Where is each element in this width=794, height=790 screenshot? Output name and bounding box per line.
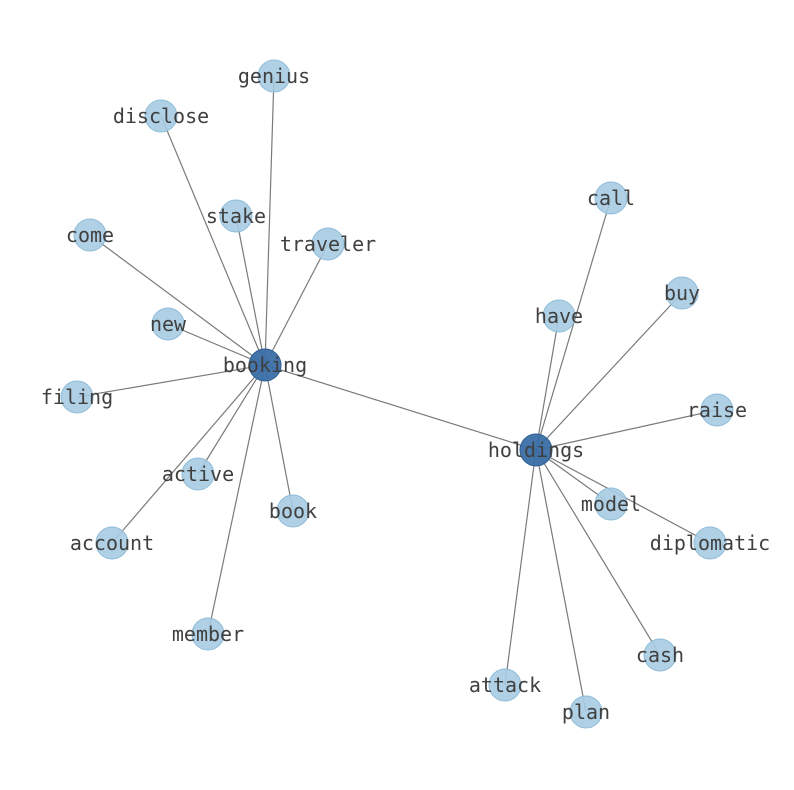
node-plan xyxy=(569,695,603,729)
edge-booking-book xyxy=(264,364,294,512)
node-book xyxy=(276,494,310,528)
node-label-member: member xyxy=(172,622,244,646)
edge-booking-new xyxy=(167,323,266,366)
edge-holdings-buy xyxy=(535,292,683,451)
edge-booking-disclose xyxy=(160,115,266,366)
node-model xyxy=(594,487,628,521)
edge-booking-active xyxy=(197,364,266,475)
edge-booking-traveler xyxy=(264,243,329,366)
node-label-disclose: disclose xyxy=(113,104,209,128)
edge-booking-come xyxy=(89,234,266,366)
label-layer: booking holdings genius disclose stake travel… xyxy=(41,64,770,724)
node-call xyxy=(594,181,628,215)
node-account xyxy=(95,526,129,560)
node-label-diplomatic: diplomatic xyxy=(650,531,770,555)
node-new xyxy=(151,307,185,341)
node-genius xyxy=(257,59,291,93)
node-diplomatic xyxy=(693,526,727,560)
edge-holdings-attack xyxy=(504,449,537,686)
node-label-traveler: traveler xyxy=(280,232,376,256)
edge-booking-genius xyxy=(264,75,275,366)
edge-booking-stake xyxy=(235,215,266,366)
node-label-call: call xyxy=(587,186,635,210)
node-label-stake: stake xyxy=(206,204,266,228)
edge-holdings-have xyxy=(535,315,560,451)
node-cash xyxy=(643,638,677,672)
node-label-have: have xyxy=(535,304,583,328)
node-label-holdings: holdings xyxy=(488,438,584,462)
node-raise xyxy=(700,393,734,427)
node-label-genius: genius xyxy=(238,64,310,88)
node-label-come: come xyxy=(66,223,114,247)
edge-booking-member xyxy=(207,364,266,635)
node-label-buy: buy xyxy=(664,281,700,305)
node-label-booking: booking xyxy=(223,353,307,377)
node-layer xyxy=(60,59,734,729)
edge-holdings-call xyxy=(535,197,612,451)
node-disclose xyxy=(144,99,178,133)
node-label-book: book xyxy=(269,499,317,523)
node-label-attack: attack xyxy=(469,673,541,697)
edge-booking-account xyxy=(111,364,266,544)
node-label-account: account xyxy=(70,531,154,555)
node-holdings xyxy=(519,433,553,467)
node-active xyxy=(181,457,215,491)
node-filing xyxy=(60,380,94,414)
node-traveler xyxy=(311,227,345,261)
node-attack xyxy=(488,668,522,702)
node-booking xyxy=(248,348,282,382)
node-buy xyxy=(665,276,699,310)
edge-holdings-raise xyxy=(535,409,718,451)
node-label-cash: cash xyxy=(636,643,684,667)
node-come xyxy=(73,218,107,252)
node-label-raise: raise xyxy=(687,398,747,422)
edge-holdings-plan xyxy=(535,449,587,713)
node-have xyxy=(542,299,576,333)
node-stake xyxy=(219,199,253,233)
node-member xyxy=(191,617,225,651)
node-label-new: new xyxy=(150,312,187,336)
edge-booking-filing xyxy=(76,364,266,398)
edge-booking-holdings xyxy=(264,364,537,451)
node-label-filing: filing xyxy=(41,385,113,409)
edge-holdings-cash xyxy=(535,449,661,656)
node-label-plan: plan xyxy=(562,700,610,724)
edge-layer xyxy=(76,75,718,713)
node-label-model: model xyxy=(581,492,641,516)
node-label-active: active xyxy=(162,462,234,486)
